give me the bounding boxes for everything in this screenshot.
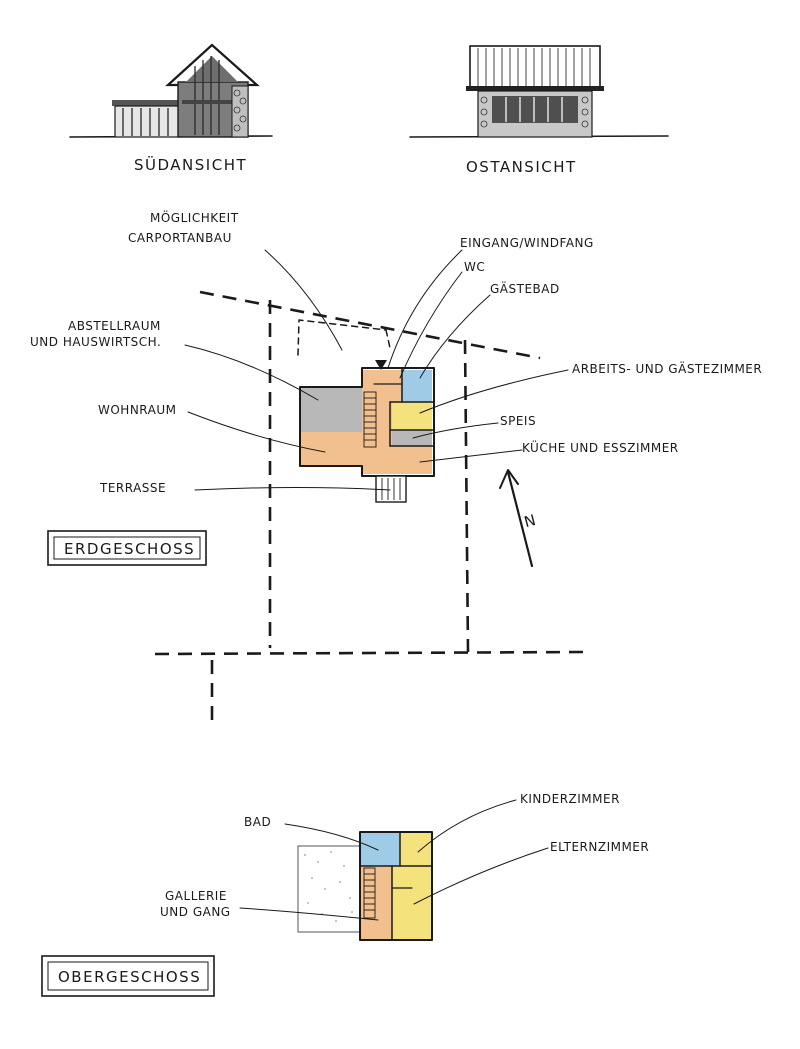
guest-bath-label: GÄSTEBAD <box>490 281 560 296</box>
ground-floor-title: ERDGESCHOSS <box>64 540 195 558</box>
living-label: WOHNRAUM <box>98 403 177 417</box>
office-label: ARBEITS- UND GÄSTEZIMMER <box>572 361 762 376</box>
bath-label: BAD <box>244 815 271 829</box>
east-elevation-label: OSTANSICHT <box>466 158 577 176</box>
property-boundary <box>154 290 586 725</box>
pantry-room <box>392 430 432 446</box>
kids-room <box>400 832 432 866</box>
void-area <box>297 845 361 933</box>
terrace-label: TERRASSE <box>99 481 166 495</box>
south-elevation <box>69 43 273 138</box>
parents-room <box>392 866 432 940</box>
gallery-label-2: UND GANG <box>160 905 231 919</box>
annex-roof <box>112 100 184 106</box>
office-room <box>392 402 432 430</box>
storage-label-1: ABSTELLRAUM <box>68 319 161 333</box>
kids-label: KINDERZIMMER <box>520 792 620 806</box>
upper-floor-plan <box>297 831 433 941</box>
entrance-arrow-icon <box>375 360 387 370</box>
ground-floor-plan <box>299 360 435 503</box>
gallery-label-1: GALLERIE <box>165 889 227 903</box>
parents-label: ELTERNZIMMER <box>550 840 649 854</box>
upper-floor-title: OBERGESCHOSS <box>58 968 201 986</box>
east-elevation <box>409 45 669 138</box>
north-arrow-icon <box>499 469 534 568</box>
ground-floor-title-box <box>47 530 207 566</box>
north-label: N <box>522 511 539 532</box>
carport-outline <box>297 319 391 356</box>
upper-floor-title-box <box>41 955 215 997</box>
entrance-label: EINGANG/WINDFANG <box>460 236 594 250</box>
south-elevation-label: SÜDANSICHT <box>134 155 247 174</box>
pantry-label: SPEIS <box>500 414 536 428</box>
ground-floor-leaders <box>184 249 569 491</box>
kitchen-label: KÜCHE UND ESSZIMMER <box>522 439 679 455</box>
gallery-room <box>360 866 392 940</box>
storage-label-2: UND HAUSWIRTSCH. <box>30 335 161 349</box>
kitchen-room <box>392 446 432 474</box>
storage-room <box>300 387 362 432</box>
terrace-area <box>375 475 407 503</box>
bath-room <box>360 832 400 866</box>
upper-floor-leaders <box>239 799 549 921</box>
carport-label-1: MÖGLICHKEIT <box>150 209 239 225</box>
wc-label: WC <box>464 260 485 274</box>
carport-label-2: CARPORTANBAU <box>128 231 232 245</box>
guest-bath-room <box>402 370 432 402</box>
